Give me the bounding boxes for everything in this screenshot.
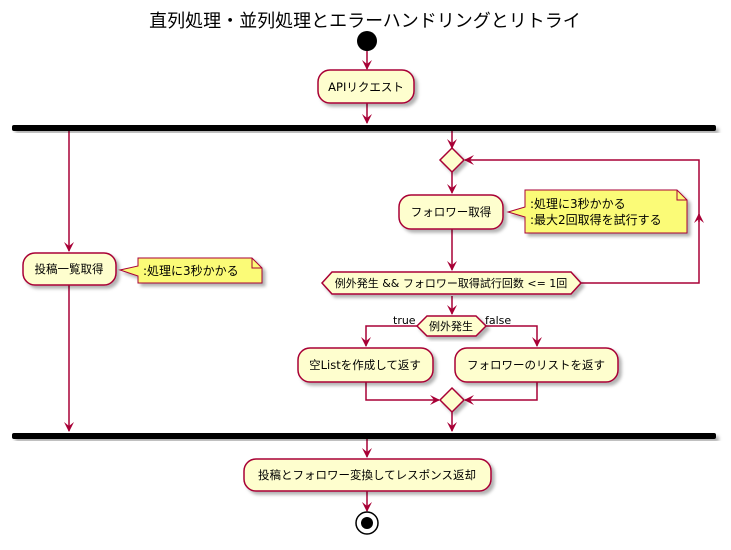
fork-bar: [12, 125, 716, 131]
empty-list-action: 空Listを作成して返す: [297, 347, 434, 383]
fetch-followers-action: フォロワー取得: [398, 194, 504, 230]
followers-note-line-1: :処理に3秒かかる: [530, 197, 626, 211]
exception-check: 例外発生: [415, 315, 488, 337]
api-request-label: APIリクエスト: [328, 80, 404, 94]
posts-note-text: :処理に3秒かかる: [143, 264, 239, 278]
fetch-followers-label: フォロワー取得: [411, 205, 492, 219]
edge-empty-to-merge: [365, 382, 440, 405]
edge-false-branch: [484, 325, 542, 347]
return-followers-action: フォロワーのリストを返す: [454, 347, 619, 383]
fetch-posts-label: 投稿一覧取得: [35, 262, 104, 276]
convert-response-label: 投稿とフォロワー変換してレスポンス返却: [258, 468, 476, 482]
return-followers-label: フォロワーのリストを返す: [467, 358, 605, 372]
merge-diamond: [438, 386, 466, 414]
fetch-posts-action: 投稿一覧取得: [22, 252, 117, 286]
diagram-title: 直列処理・並列処理とエラーハンドリングとリトライ: [149, 11, 581, 32]
followers-note-line-2: :最大2回取得を試行する: [530, 212, 662, 227]
exception-check-label: 例外発生: [429, 319, 473, 333]
guard-true-label: true: [393, 314, 416, 327]
followers-note: :処理に3秒かかる :最大2回取得を試行する: [506, 189, 688, 234]
convert-response-action: 投稿とフォロワー変換してレスポンス返却: [243, 458, 492, 492]
flow-edges: [64, 51, 704, 512]
api-request-action: APIリクエスト: [317, 69, 415, 104]
guard-false-label: false: [485, 314, 511, 327]
end-node: [355, 511, 379, 535]
retry-condition: 例外発生 && フォロワー取得試行回数 <= 1回: [320, 271, 583, 295]
edge-followers-list-to-merge: [464, 382, 538, 405]
start-node: [357, 31, 377, 51]
retry-condition-label: 例外発生 && フォロワー取得試行回数 <= 1回: [335, 276, 568, 290]
posts-note: :処理に3秒かかる: [118, 257, 263, 284]
join-bar: [12, 433, 716, 439]
edge-true-branch: [361, 325, 420, 347]
empty-list-label: 空Listを作成して返す: [309, 358, 421, 372]
loop-start-diamond: [438, 146, 466, 174]
